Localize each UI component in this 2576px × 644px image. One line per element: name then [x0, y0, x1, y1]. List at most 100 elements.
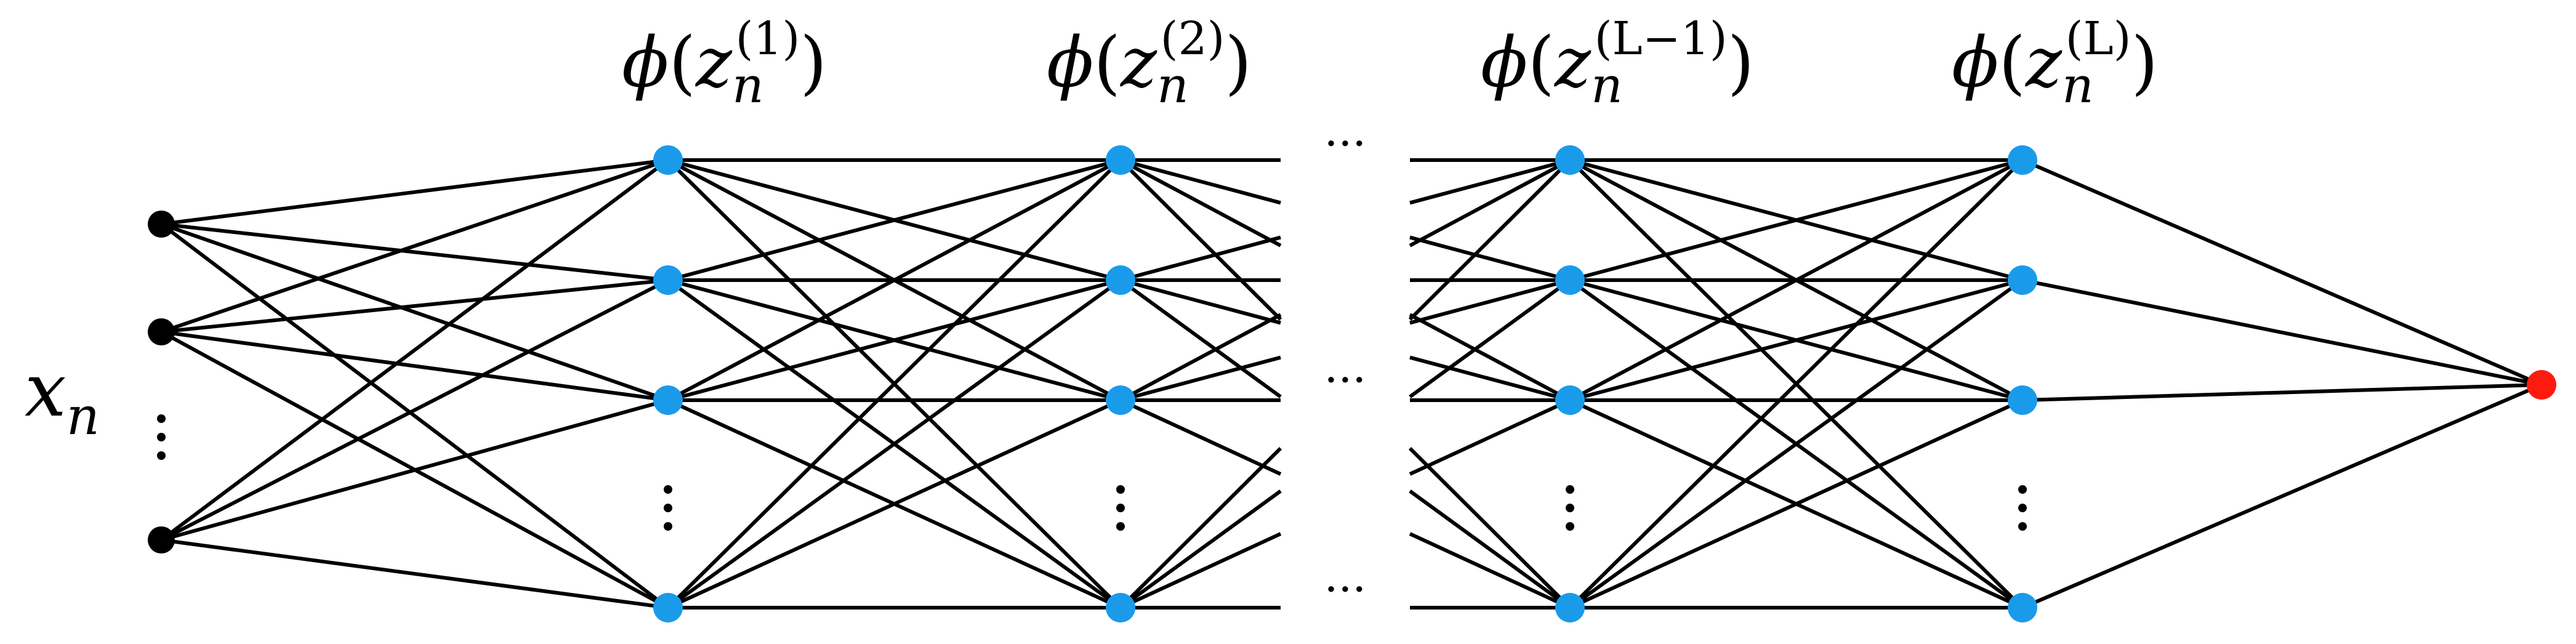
hidden-vdots: [1116, 485, 1125, 531]
layer-label-4-sup: (L): [2066, 12, 2131, 65]
vertical-ellipses: [157, 414, 2027, 531]
edge: [1409, 235, 1571, 282]
edge: [1569, 278, 2023, 402]
hidden-node: [653, 145, 683, 175]
hidden-node: [2008, 593, 2037, 622]
edge: [1119, 158, 1282, 321]
edge: [1119, 278, 1282, 398]
hidden-vdots: [2018, 485, 2027, 531]
edge: [667, 158, 1121, 282]
edge: [1409, 398, 1571, 476]
edge: [2022, 383, 2542, 402]
edge: [1119, 398, 1282, 476]
layer-label-1-var: z: [694, 23, 733, 103]
edge: [1409, 158, 1571, 248]
edge: [2022, 278, 2542, 387]
edge: [160, 158, 669, 542]
layer-label-4-func: ϕ: [1952, 23, 1998, 103]
edge: [2021, 158, 2543, 387]
edge: [161, 158, 669, 334]
layer-label-4-sub: n: [2062, 57, 2094, 114]
edge: [1120, 278, 1281, 325]
edge: [161, 278, 669, 334]
hidden-node: [1106, 385, 1135, 415]
hidden-node: [1555, 593, 1585, 622]
hidden-node: [1106, 593, 1135, 622]
hidden-node: [1555, 265, 1585, 295]
edge: [1120, 355, 1281, 402]
input-label: xn: [25, 348, 100, 446]
layer-label-3-var: z: [1553, 23, 1592, 103]
gap-ellipsis: ···: [1324, 563, 1367, 615]
layer-label-1-sup: (1): [736, 12, 800, 65]
layer-label-2-sub: n: [1157, 57, 1189, 114]
hidden-node: [2008, 265, 2037, 295]
input-label-var: x: [25, 348, 66, 433]
edge: [1569, 398, 2024, 610]
edge: [666, 158, 1122, 610]
edge: [1119, 489, 1282, 610]
edge: [161, 222, 669, 402]
edge: [1120, 158, 1281, 205]
edge: [1119, 313, 1282, 402]
input-node: [148, 318, 175, 345]
layer-label-2-sup: (2): [1161, 12, 1225, 65]
layer-label-4: ϕ(zn(L)): [1952, 12, 2158, 114]
layer-label-2: ϕ(zn(2)): [1047, 12, 1252, 114]
edge: [1409, 278, 1571, 398]
edge: [161, 330, 669, 402]
network-nodes: [148, 145, 2556, 622]
hidden-node: [2008, 385, 2037, 415]
hidden-node: [653, 385, 683, 415]
edge: [667, 398, 1122, 610]
edge: [1408, 158, 1572, 321]
edge: [1120, 235, 1281, 282]
layer-label-3-func: ϕ: [1481, 23, 1527, 103]
edge: [161, 538, 669, 610]
hidden-node: [653, 593, 683, 622]
edge: [1409, 532, 1571, 610]
input-node: [148, 211, 175, 238]
hidden-node: [1106, 265, 1135, 295]
edge: [1408, 446, 1572, 610]
hidden-node: [1106, 145, 1135, 175]
edge: [1568, 158, 2024, 610]
edge: [1409, 489, 1571, 610]
edge: [667, 278, 1122, 610]
hidden-vdots: [1566, 485, 1574, 531]
edge: [1119, 446, 1282, 610]
input-label-sub: n: [66, 386, 100, 446]
layer-label-3-sup: (L−1): [1595, 12, 1728, 65]
layer-label-1: ϕ(zn(1)): [622, 12, 827, 114]
hidden-node: [1555, 385, 1585, 415]
edge: [1569, 158, 2024, 402]
layer-label-2-func: ϕ: [1047, 23, 1093, 103]
layer-label-1-func: ϕ: [622, 23, 669, 103]
edge: [667, 158, 1122, 402]
hidden-node: [2008, 145, 2037, 175]
edge: [1119, 532, 1282, 610]
hidden-node: [1555, 145, 1585, 175]
edge: [1569, 278, 2024, 610]
edge: [161, 158, 669, 226]
layer-label-3: ϕ(zn(L−1)): [1481, 12, 1754, 114]
edge: [161, 222, 669, 282]
input-node: [148, 526, 175, 553]
layer-label-1-sub: n: [732, 57, 764, 114]
gap-ellipsis: ···: [1324, 118, 1367, 169]
edge: [1409, 158, 1571, 205]
connection-edges: [160, 158, 2543, 610]
gap-ellipses: ·········: [1324, 118, 1367, 615]
layer-label-2-var: z: [1119, 23, 1157, 103]
edge: [667, 278, 1121, 402]
edge: [1409, 355, 1571, 402]
edge: [160, 278, 669, 542]
edge: [1119, 158, 1282, 248]
hidden-node: [653, 265, 683, 295]
edge: [1409, 313, 1571, 402]
edge: [161, 398, 669, 542]
input-vdots: [157, 414, 166, 460]
hidden-vdots: [664, 485, 672, 531]
edge: [2021, 383, 2543, 610]
